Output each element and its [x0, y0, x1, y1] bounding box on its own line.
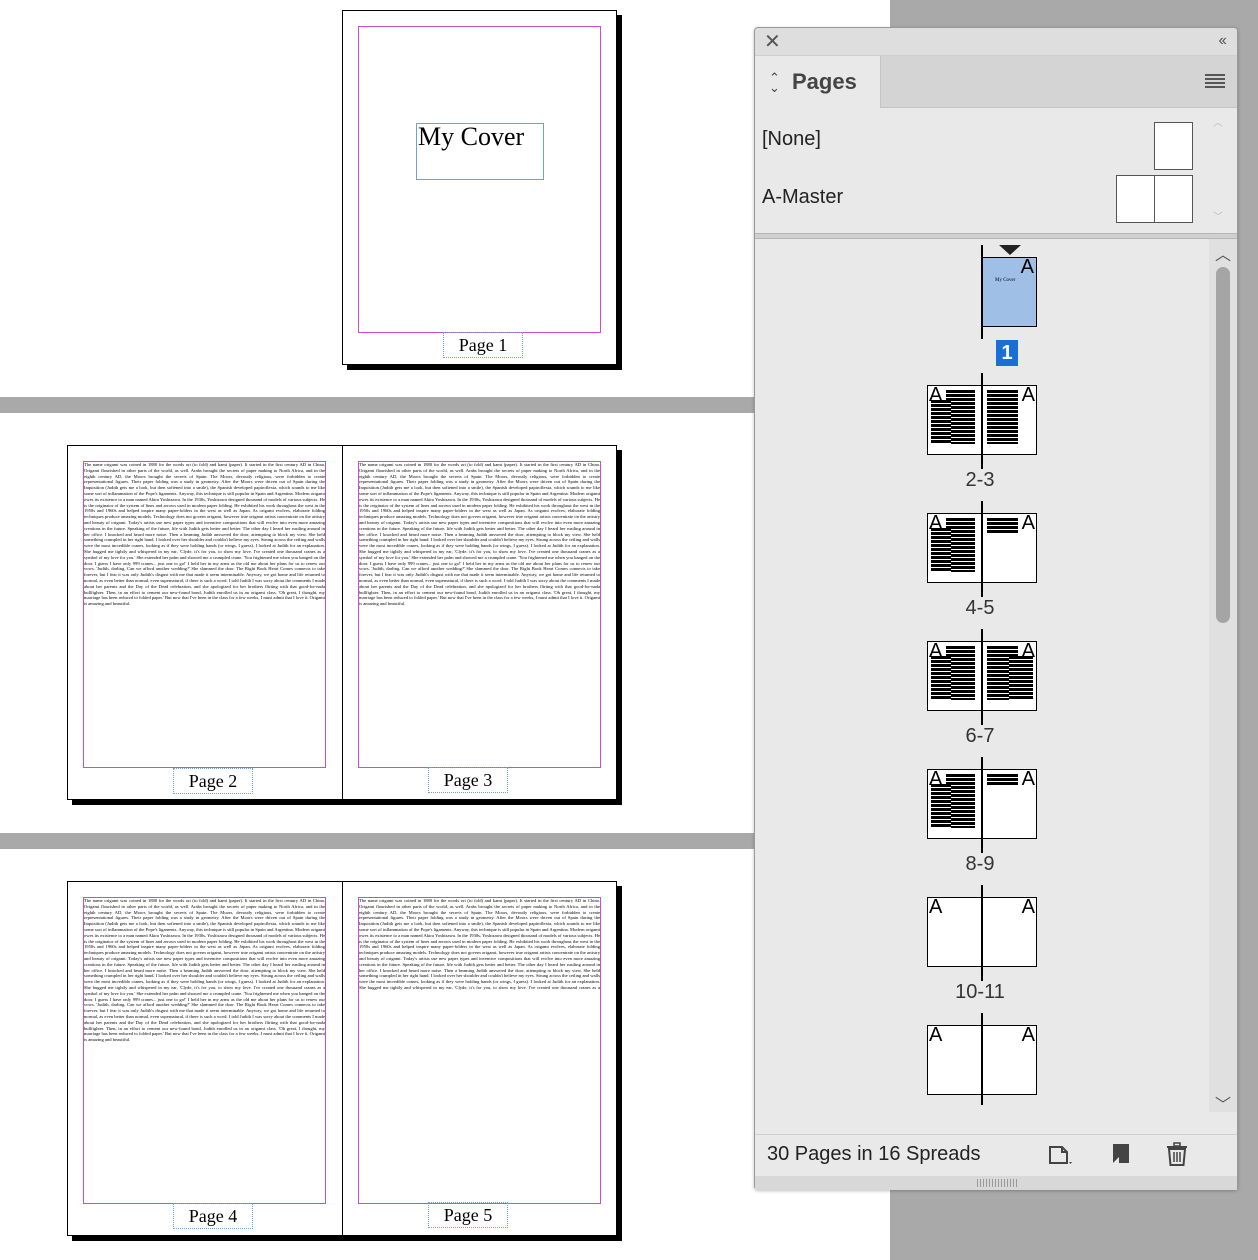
page-count-status: 30 Pages in 16 Spreads [767, 1143, 981, 1165]
spread-number[interactable]: 10-11 [955, 981, 1005, 1003]
scroll-down-icon[interactable]: ﹀ [1215, 1097, 1232, 1114]
page-thumbnails-area[interactable]: ︿ ﹀ A My Cover 1 A A 2-3 A A 4-5 [755, 239, 1237, 1134]
master-prefix: A [1021, 512, 1035, 534]
tab-chevron-icon: ⌃⌄ [769, 70, 780, 95]
master-prefix: A [929, 1024, 943, 1046]
masters-scroll-down-icon[interactable]: ﹀ [1213, 212, 1223, 223]
collapse-icon[interactable]: ‹‹ [1218, 32, 1227, 49]
master-prefix: A [929, 640, 943, 662]
master-prefix: A [1021, 1024, 1035, 1046]
master-prefix: A [1021, 896, 1035, 918]
spread-number[interactable]: 6-7 [965, 725, 995, 747]
page-label-2: Page 2 [173, 768, 253, 794]
master-prefix: A [929, 512, 943, 534]
body-text-frame-page-3[interactable]: The name origami was coined in 1880 for … [359, 462, 600, 607]
spread-number[interactable]: 8-9 [965, 853, 995, 875]
cover-text-frame[interactable]: My Cover [416, 123, 544, 180]
panel-menu-icon[interactable] [1205, 74, 1225, 88]
thumb-page-left[interactable]: A [927, 384, 982, 455]
panel-footer: 30 Pages in 16 Spreads [755, 1134, 1237, 1176]
master-prefix: A [1020, 256, 1034, 278]
masters-section: [None] A-Master ︿ ﹀ [755, 108, 1237, 233]
margin-guides [83, 461, 326, 768]
cover-title[interactable]: My Cover [418, 122, 525, 151]
panel-divider[interactable] [755, 233, 1237, 239]
thumb-spine [981, 245, 983, 339]
thumb-page-right[interactable]: A [982, 896, 1037, 967]
close-icon[interactable]: ✕ [764, 31, 781, 53]
tab-pages[interactable]: ⌃⌄ Pages [755, 56, 881, 109]
page-1[interactable]: My Cover Page 1 [342, 10, 617, 365]
thumb-page-left[interactable]: A [927, 896, 982, 967]
thumb-spine [981, 373, 983, 469]
thumb-cover-title: My Cover [995, 278, 1016, 283]
master-thumbnail[interactable] [1154, 122, 1193, 170]
page-label-3: Page 3 [428, 767, 508, 793]
panel-title-bar[interactable]: ✕ ‹‹ [755, 28, 1237, 56]
spread-number-selected[interactable]: 1 [996, 340, 1018, 366]
thumb-spine [981, 629, 983, 725]
edit-page-size-icon[interactable] [1047, 1141, 1073, 1167]
thumb-page-left[interactable]: A [927, 512, 982, 583]
master-thumbnail-left[interactable] [1116, 175, 1155, 223]
tab-pages-label: Pages [792, 69, 857, 94]
page-label-1: Page 1 [443, 332, 523, 358]
thumb-page-left[interactable]: A [927, 768, 982, 839]
panel-resize-grip[interactable] [755, 1176, 1237, 1190]
master-item-none[interactable]: [None] [755, 114, 1237, 170]
master-prefix: A [929, 896, 943, 918]
thumb-spine [981, 1013, 983, 1105]
scroll-up-icon[interactable]: ︿ [1215, 247, 1232, 264]
panel-tab-row: ⌃⌄ Pages [755, 56, 1237, 109]
page-label-4: Page 4 [173, 1203, 253, 1229]
master-prefix: A [1021, 768, 1035, 790]
thumb-page-right[interactable]: A [982, 1024, 1037, 1095]
scroll-thumb[interactable] [1216, 267, 1230, 623]
vertical-scrollbar[interactable]: ︿ ﹀ [1209, 239, 1237, 1114]
thumb-page-right[interactable]: A [982, 640, 1037, 711]
spread-indicator-icon [999, 245, 1021, 255]
thumb-page-right[interactable]: A [982, 512, 1037, 583]
spread-spine [342, 446, 343, 801]
spread-number[interactable]: 2-3 [965, 469, 995, 491]
spread-4-5[interactable]: The name origami was coined in 1880 for … [67, 881, 617, 1237]
new-page-icon[interactable] [1109, 1141, 1135, 1167]
thumb-page-right[interactable]: A [982, 384, 1037, 455]
spread-2-3[interactable]: The name origami was coined in 1880 for … [67, 445, 617, 801]
master-prefix: A [929, 384, 943, 406]
master-prefix: A [1021, 640, 1035, 662]
trash-icon[interactable] [1164, 1141, 1190, 1167]
master-item-a[interactable]: A-Master [755, 172, 1237, 223]
thumb-spine [981, 885, 983, 981]
spread-separator [0, 833, 890, 849]
master-prefix: A [1021, 384, 1035, 406]
spread-spine [342, 882, 343, 1237]
body-text-frame-page-5[interactable]: The name origami was coined in 1880 for … [359, 898, 600, 990]
margin-guides [358, 897, 601, 1204]
thumb-page-1[interactable]: A My Cover [982, 256, 1037, 327]
thumb-spine [981, 501, 983, 597]
page-label-5: Page 5 [428, 1202, 508, 1228]
thumb-page-right[interactable]: A [982, 768, 1037, 839]
master-name: [None] [762, 128, 821, 150]
master-prefix: A [929, 768, 943, 790]
body-text-frame-page-2[interactable]: The name origami was coined in 1880 for … [84, 462, 325, 607]
thumb-page-left[interactable]: A [927, 640, 982, 711]
pages-panel[interactable]: ✕ ‹‹ ⌃⌄ Pages [None] A-Master ︿ ﹀ ︿ ﹀ [754, 27, 1238, 1190]
thumb-spine [981, 757, 983, 853]
master-thumbnail-right[interactable] [1154, 175, 1193, 223]
thumb-page-left[interactable]: A [927, 1024, 982, 1095]
master-name: A-Master [762, 186, 844, 208]
body-text-frame-page-4[interactable]: The name origami was coined in 1880 for … [84, 898, 325, 1043]
spread-number[interactable]: 4-5 [965, 597, 995, 619]
spread-separator [0, 397, 890, 413]
masters-scroll-up-icon[interactable]: ︿ [1213, 118, 1223, 129]
